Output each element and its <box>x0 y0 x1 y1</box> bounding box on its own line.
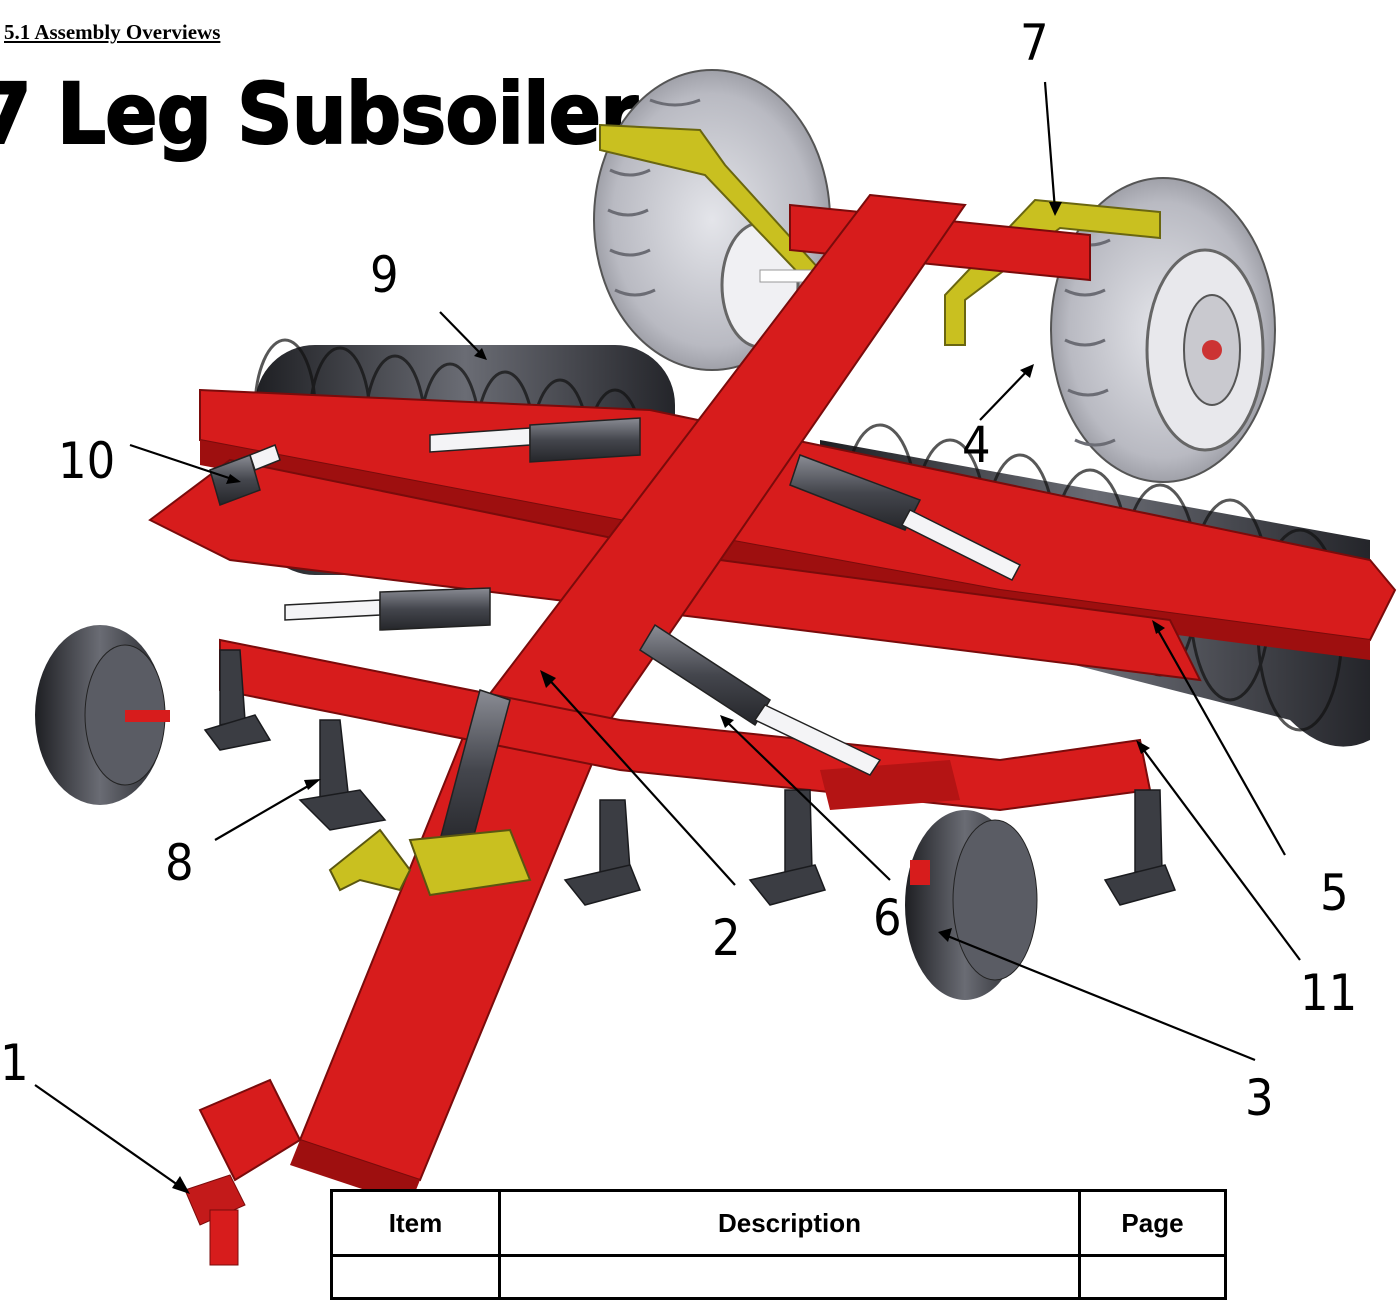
callout-7: 7 <box>1020 14 1049 72</box>
gauge-wheel-left <box>35 625 170 805</box>
cell-item <box>330 1254 501 1300</box>
transport-wheel-right <box>1050 177 1276 483</box>
cell-description <box>498 1254 1081 1300</box>
hydraulic-cylinders <box>209 417 1022 851</box>
hitch-jack <box>328 828 532 897</box>
table-row <box>330 1254 1227 1300</box>
callout-8: 8 <box>165 834 194 892</box>
section-heading: 5.1 Assembly Overviews <box>4 20 221 44</box>
callout-3: 3 <box>1245 1069 1274 1127</box>
header-item: Item <box>330 1189 501 1257</box>
subsoiler-shanks <box>203 649 1177 906</box>
callout-2: 2 <box>712 909 741 967</box>
header-description: Description <box>498 1189 1081 1257</box>
cell-page <box>1078 1254 1227 1300</box>
page-title: 7 Leg Subsoiler <box>0 65 639 163</box>
parts-table: Item Description Page <box>330 1189 1227 1300</box>
callout-arrows <box>34 81 1301 1191</box>
subsoiler-illustration: 1 2 3 4 5 6 7 8 9 10 11 <box>0 14 1397 1266</box>
gauge-wheel-right <box>905 810 1038 1000</box>
callout-1: 1 <box>0 1034 29 1092</box>
table-header-row: Item Description Page <box>330 1189 1227 1257</box>
callout-6: 6 <box>873 889 902 947</box>
callout-10: 10 <box>58 432 115 490</box>
callout-9: 9 <box>370 246 399 304</box>
callout-4: 4 <box>962 416 991 474</box>
arrow-heads <box>172 202 1165 1194</box>
header-page: Page <box>1078 1189 1227 1257</box>
callout-labels: 1 2 3 4 5 6 7 8 9 10 11 <box>0 14 1357 1127</box>
callout-5: 5 <box>1320 864 1349 922</box>
callout-11: 11 <box>1300 964 1357 1022</box>
